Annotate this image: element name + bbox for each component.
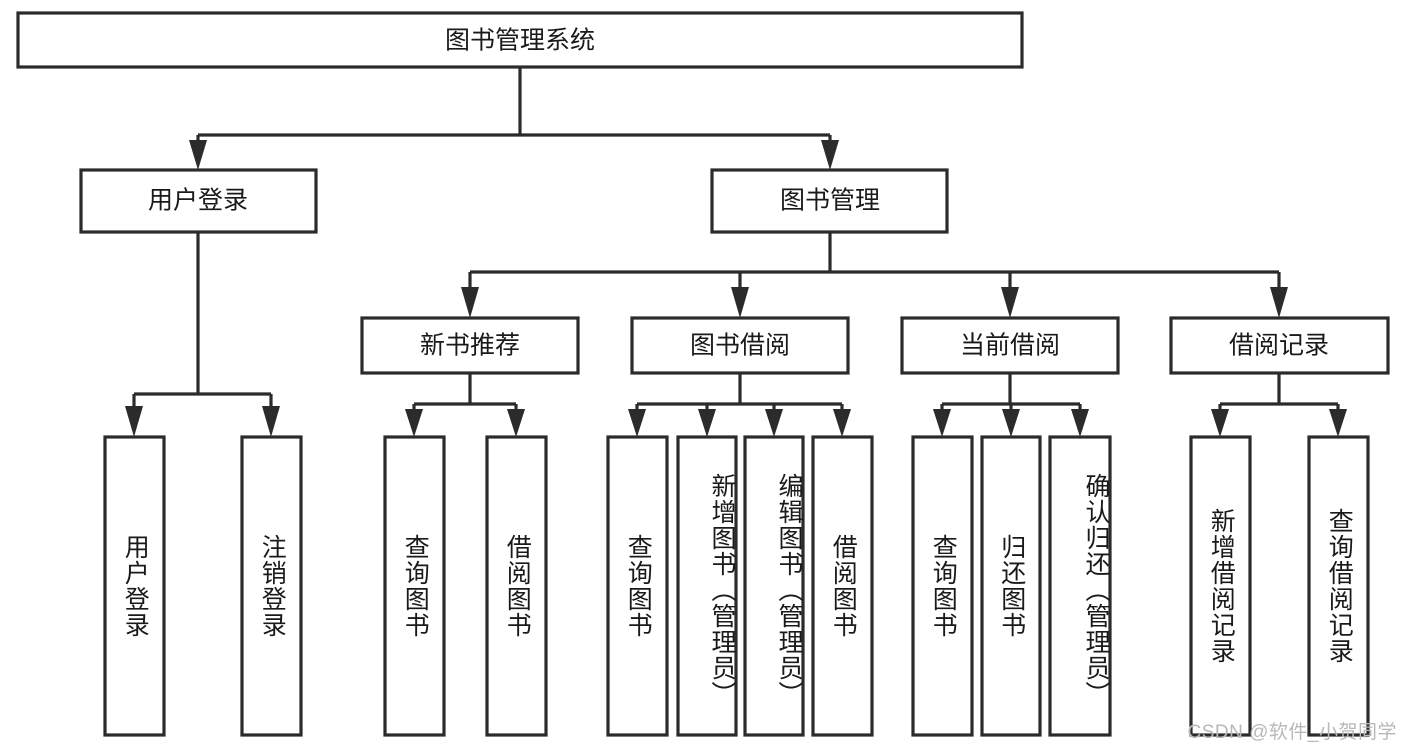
connector-root-to-level2	[189, 67, 839, 170]
node-user-login[interactable]: 用户登录	[79, 168, 318, 234]
arrowhead-leaf-query-book-1	[405, 409, 423, 437]
arrowhead-leaf-query-book-3	[933, 409, 951, 437]
node-book-management[interactable]: 图书管理	[710, 168, 949, 234]
leaf-box-query-book-2[interactable]	[606, 435, 669, 737]
arrowhead-leaf-confirm-return	[1071, 409, 1089, 437]
arrowhead-leaf-logout	[262, 406, 280, 437]
arrowhead-leaf-borrow-book-1	[507, 409, 525, 437]
leaf-box-borrow-book-2[interactable]	[811, 435, 874, 737]
leaf-box-user-login[interactable]	[103, 435, 166, 737]
arrowhead-newbook	[461, 287, 479, 318]
node-book-management-label: 图书管理	[780, 187, 880, 215]
leaf-box-query-borrow-record[interactable]	[1307, 435, 1370, 737]
node-book-management-box	[710, 168, 949, 234]
leaf-box-query-book-1[interactable]	[383, 435, 446, 737]
node-current-borrow[interactable]: 当前借阅	[900, 316, 1120, 375]
node-root-box	[16, 11, 1024, 69]
node-borrow-record[interactable]: 借阅记录	[1169, 316, 1390, 375]
arrowhead-leaf-return-book	[1002, 409, 1020, 437]
leaf-box-add-book-admin[interactable]	[676, 435, 738, 737]
node-book-borrow[interactable]: 图书借阅	[630, 316, 850, 375]
connector-newbook-to-leaves	[405, 373, 525, 437]
leaf-box-query-book-3[interactable]	[911, 435, 974, 737]
node-user-login-label: 用户登录	[148, 187, 248, 215]
leaf-box-add-borrow-record[interactable]	[1189, 435, 1252, 737]
connector-bookmgmt-to-level3	[461, 232, 1288, 318]
node-borrow-record-box	[1169, 316, 1390, 375]
node-new-book-recommend[interactable]: 新书推荐	[360, 316, 580, 375]
connector-borrow-to-leaves	[628, 373, 851, 437]
arrowhead-bookmgmt	[821, 140, 839, 170]
arrowhead-leaf-add-book	[698, 409, 716, 437]
connector-record-to-leaves	[1211, 373, 1347, 437]
arrowhead-userlogin	[189, 140, 207, 170]
watermark-text: CSDN @软件_小贺同学	[1187, 722, 1397, 743]
node-user-login-box	[79, 168, 318, 234]
arrowhead-leaf-query-record	[1329, 409, 1347, 437]
arrowhead-leaf-borrow-book-2	[833, 409, 851, 437]
node-book-borrow-box	[630, 316, 850, 375]
leaf-box-confirm-return-admin[interactable]	[1048, 435, 1112, 737]
arrowhead-record	[1270, 287, 1288, 318]
node-root-label: 图书管理系统	[445, 27, 595, 55]
leaf-box-edit-book-admin[interactable]	[743, 435, 805, 737]
node-borrow-record-label: 借阅记录	[1229, 332, 1329, 360]
arrowhead-borrow	[731, 287, 749, 318]
connector-userlogin-to-leaves	[125, 232, 280, 437]
arrowhead-leaf-edit-book	[765, 409, 783, 437]
node-current-borrow-box	[900, 316, 1120, 375]
node-root-book-management-system[interactable]: 图书管理系统	[16, 11, 1024, 69]
arrowhead-leaf-add-record	[1211, 409, 1229, 437]
node-new-book-recommend-box	[360, 316, 580, 375]
arrowhead-leaf-query-book-2	[628, 409, 646, 437]
arrowhead-current	[1001, 287, 1019, 318]
leaf-box-borrow-book-1[interactable]	[485, 435, 548, 737]
leaf-box-return-book[interactable]	[980, 435, 1042, 737]
node-current-borrow-label: 当前借阅	[960, 332, 1060, 360]
leaf-box-logout[interactable]	[240, 435, 303, 737]
connector-current-to-leaves	[933, 373, 1089, 437]
node-new-book-recommend-label: 新书推荐	[420, 332, 520, 360]
arrowhead-leaf-user-login	[125, 406, 143, 437]
node-book-borrow-label: 图书借阅	[690, 332, 790, 360]
